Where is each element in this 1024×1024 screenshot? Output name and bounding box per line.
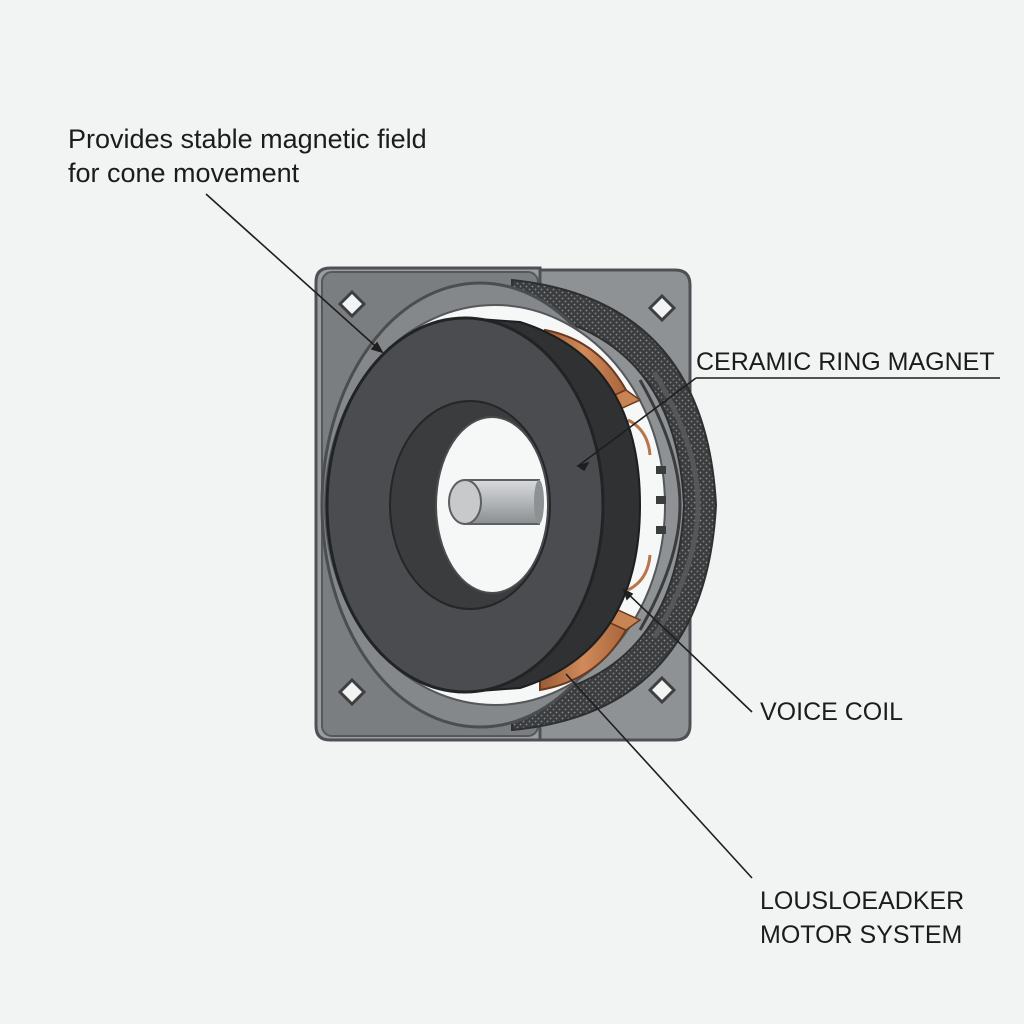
leader-line-magnet xyxy=(577,377,697,467)
caption-line-1: Provides stable magnetic field xyxy=(68,124,427,154)
label-ceramic-ring-magnet: CERAMIC RING MAGNET xyxy=(696,348,995,376)
mounting-hole-top-left xyxy=(337,289,367,319)
label-motor-system: LOUSLOEADKER MOTOR SYSTEM xyxy=(760,884,964,952)
spider-suspension xyxy=(638,370,701,640)
mounting-holes xyxy=(337,289,677,707)
mounting-hole-top-right xyxy=(647,293,677,323)
leader-line-caption xyxy=(205,193,383,353)
leader-line-motor xyxy=(565,673,753,879)
ceramic-ring-magnet xyxy=(325,316,642,694)
label-motor-line-1: LOUSLOEADKER xyxy=(760,887,965,915)
label-voice-coil: VOICE COIL xyxy=(760,698,904,726)
mounting-hole-bottom-right xyxy=(647,675,677,705)
leader-lines xyxy=(205,193,1000,879)
label-motor-line-2: MOTOR SYSTEM xyxy=(760,921,963,949)
annotation-caption: Provides stable magnetic field for cone … xyxy=(68,122,427,190)
pole-piece xyxy=(448,479,544,525)
caption-line-2: for cone movement xyxy=(68,158,300,188)
mounting-hole-bottom-left xyxy=(337,677,367,707)
leader-line-voice-coil xyxy=(623,589,753,713)
